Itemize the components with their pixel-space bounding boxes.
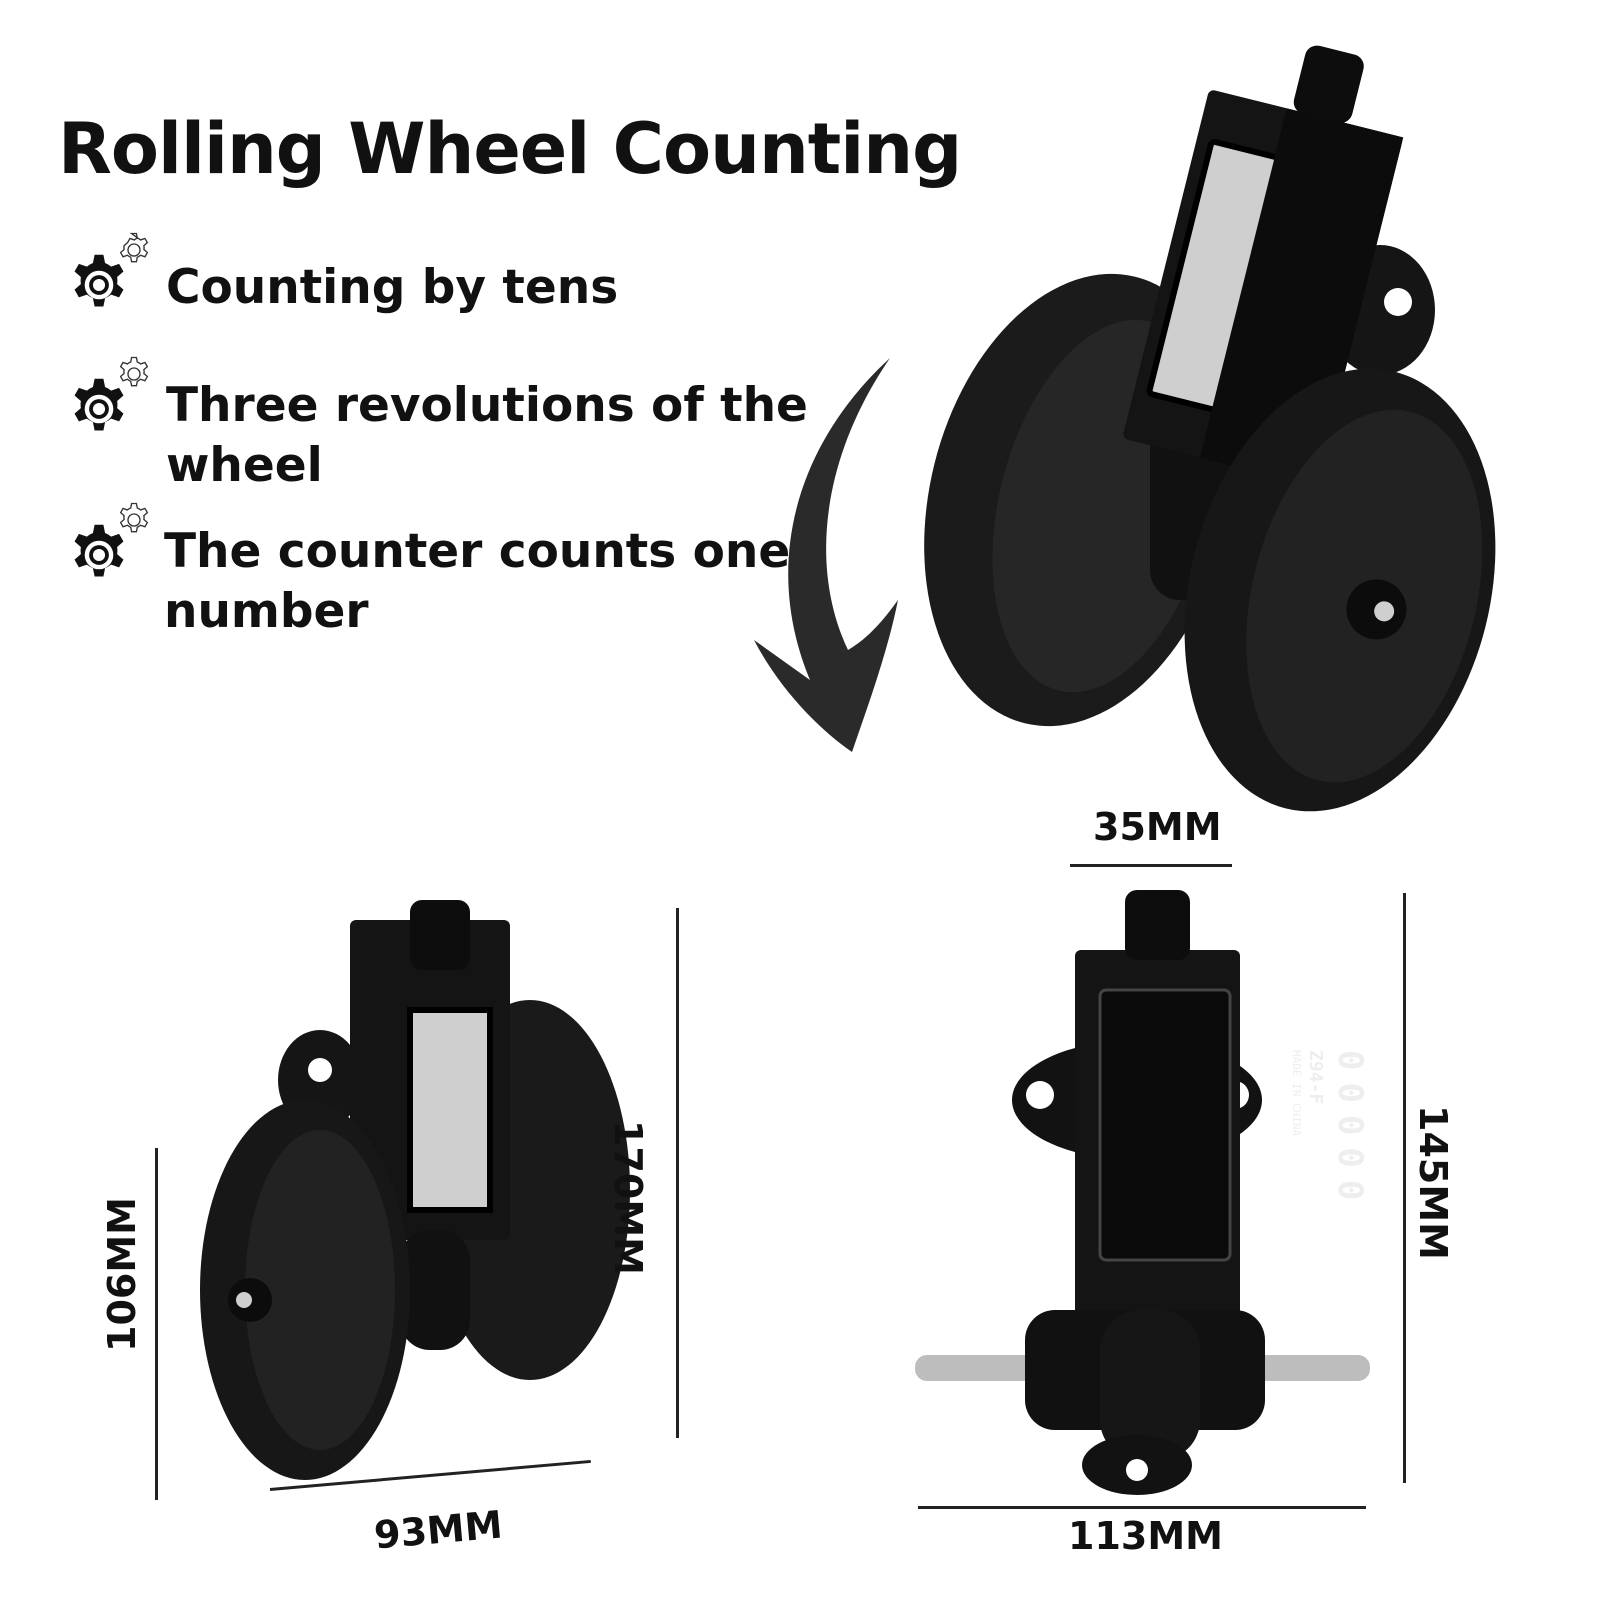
counter-readout-front: 00000 Z94-F MADE IN CHINA (1200, 1050, 1370, 1213)
dimension-height-right: 145MM (1411, 1105, 1455, 1260)
feature-text: The counter counts one number (164, 522, 790, 642)
counter-digits: 00000 (1330, 1050, 1370, 1213)
gear-icon (74, 254, 124, 307)
dimension-height-left-wheel: 106MM (100, 1197, 144, 1352)
gear-small-icon (119, 356, 149, 387)
model-label: Z94-F (1305, 1050, 1326, 1105)
dimension-line (676, 908, 679, 1438)
feature-line: Counting by tens (166, 260, 619, 315)
dimension-line (155, 1148, 158, 1500)
gear-small-icon (119, 232, 149, 263)
dimension-width-left: 93MM (372, 1502, 505, 1558)
product-image-front (915, 890, 1370, 1495)
product-image-top (924, 45, 1496, 812)
dimension-width-right: 113MM (1068, 1514, 1223, 1558)
gear-icon (74, 378, 124, 431)
dimension-width-top: 35MM (1093, 805, 1222, 849)
page-title: Rolling Wheel Counting (58, 108, 962, 190)
feature-text: Counting by tens (166, 258, 618, 318)
gear-small-icon (119, 502, 149, 533)
dimension-line (1403, 893, 1406, 1483)
feature-line: wheel (166, 438, 323, 493)
made-in-label: MADE IN CHINA (1290, 1050, 1303, 1137)
dimension-height-left-total: 170MM (606, 1120, 650, 1275)
product-image-side (200, 900, 630, 1480)
feature-line: Three revolutions of the (166, 378, 808, 433)
feature-line: The counter counts one (164, 524, 791, 579)
feature-line: number (164, 584, 369, 639)
dimension-line (918, 1506, 1366, 1509)
gear-icon (74, 524, 124, 577)
curved-arrow-icon (754, 358, 898, 752)
dimension-line (1070, 864, 1232, 867)
feature-text: Three revolutions of the wheel (166, 376, 808, 496)
